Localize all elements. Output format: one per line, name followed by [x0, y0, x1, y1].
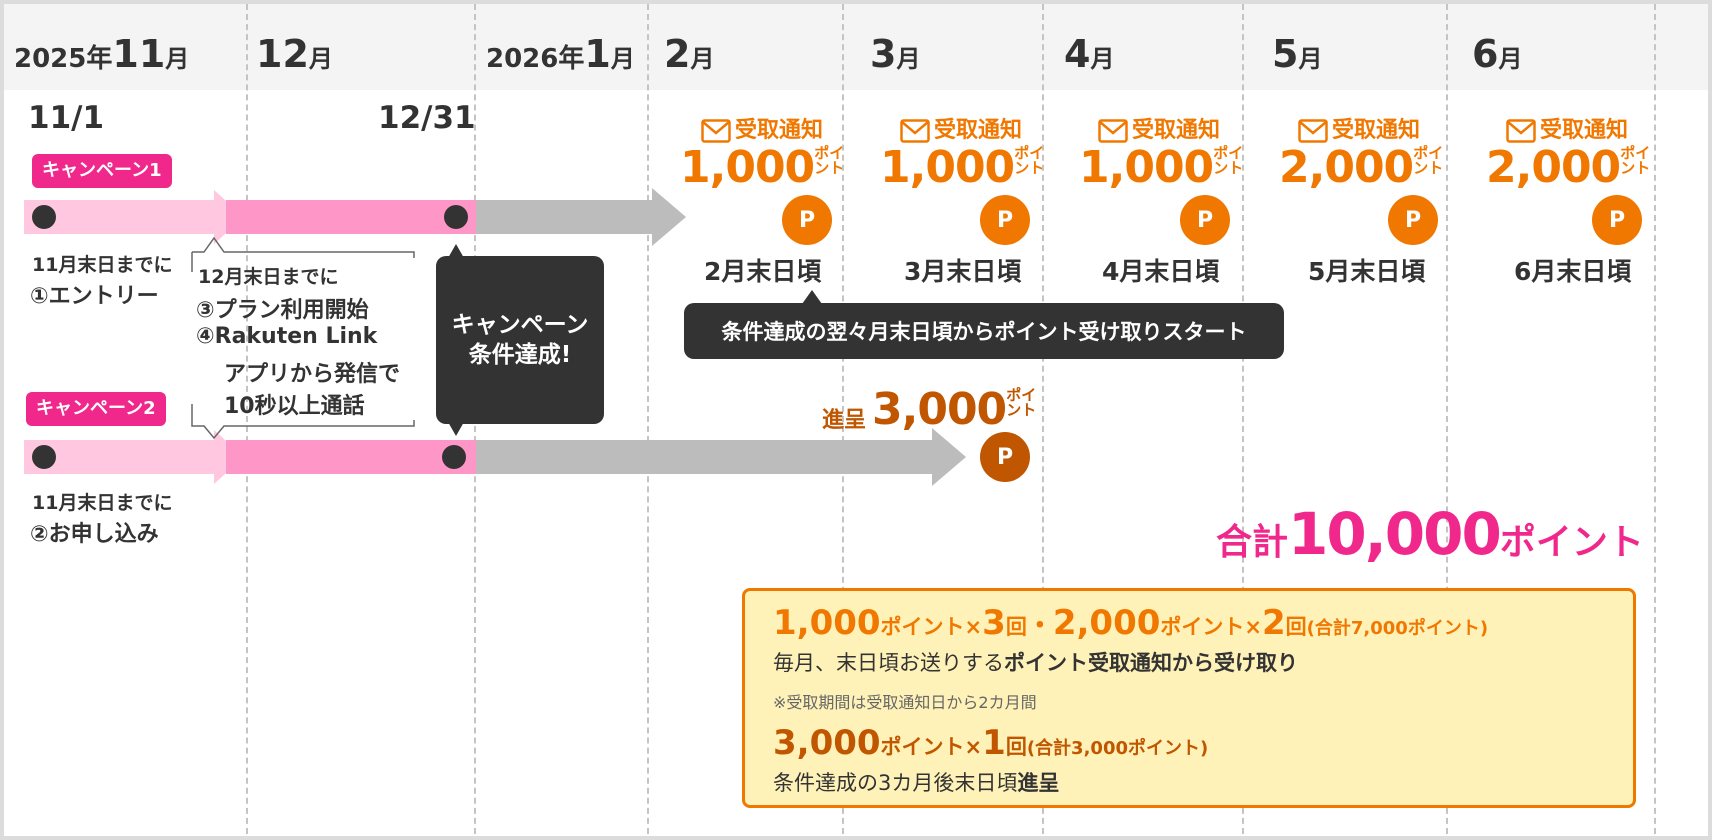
reward-amount-apr: 1,000ポイント	[1079, 142, 1244, 193]
month-divider	[1446, 4, 1448, 836]
campaign2-end-dot	[442, 445, 466, 469]
achieved-bubble-pointer-bottom	[448, 422, 464, 436]
month-label-mar: 3月	[870, 32, 921, 76]
point-coin-icon: P	[980, 195, 1030, 245]
summary-monthly-points: 1,000ポイント×3回・2,000ポイント×2回(合計7,000ポイント)	[773, 603, 1489, 643]
campaign2-deadline: 11月末日までに	[32, 492, 173, 514]
campaign2-step-apply: ②お申し込み	[30, 522, 159, 547]
total-points: 合計10,000ポイント	[1216, 500, 1644, 568]
payout-date-mar: 3月末日頃	[904, 257, 1022, 286]
month-label-dec: 12月	[256, 32, 333, 76]
month-divider	[246, 4, 248, 836]
campaign1-tag: キャンペーン1	[32, 154, 172, 188]
receipt-notice-apr: 受取通知	[1084, 112, 1234, 144]
end-date: 12/31	[378, 100, 476, 136]
point-coin-icon: P	[782, 195, 832, 245]
campaign2-arrow-done	[24, 430, 244, 484]
campaign2-arrow-wait	[476, 428, 966, 486]
month-divider	[1654, 4, 1656, 836]
payout-date-jun: 6月末日頃	[1514, 257, 1632, 286]
requirements-deadline: 12月末日までに	[198, 266, 339, 288]
achieved-line2: 条件達成!	[468, 342, 572, 368]
month-header-band	[4, 4, 1708, 90]
summary-gift-points: 3,000ポイント×1回(合計3,000ポイント)	[773, 723, 1209, 763]
campaign2-tag: キャンペーン2	[26, 392, 166, 426]
campaign1-arrow-active	[226, 200, 476, 234]
envelope-icon	[1298, 119, 1328, 143]
campaign1-step-entry: ①エントリー	[30, 284, 159, 309]
requirements-bracket-bottom	[191, 420, 415, 440]
campaign1-start-dot	[32, 205, 56, 229]
requirements-bracket-top	[192, 236, 415, 258]
start-date: 11/1	[28, 100, 105, 136]
reward-amount-may: 2,000ポイント	[1279, 142, 1444, 193]
gift-label: 進呈	[822, 408, 867, 433]
reward-amount-mar: 1,000ポイント	[880, 142, 1045, 193]
payout-date-may: 5月末日頃	[1308, 257, 1426, 286]
envelope-icon	[900, 119, 930, 143]
payout-date-apr: 4月末日頃	[1102, 257, 1220, 286]
month-label-nov-2025: 2025年11月	[14, 32, 190, 76]
summary-monthly-desc: 毎月、末日頃お送りするポイント受取通知から受け取り	[773, 651, 1298, 675]
month-divider	[1042, 4, 1044, 836]
campaign1-end-dot	[444, 205, 468, 229]
month-label-feb: 2月	[664, 32, 715, 76]
reward-amount-feb: 1,000ポイント	[680, 142, 845, 193]
gift-amount: 3,000ポイント	[872, 384, 1037, 435]
campaign1-arrow-done	[24, 190, 244, 244]
envelope-icon	[1506, 119, 1536, 143]
reward-amount-jun: 2,000ポイント	[1486, 142, 1651, 193]
receipt-notice-feb: 受取通知	[687, 112, 837, 144]
campaign2-start-dot	[32, 445, 56, 469]
start-note-pointer	[802, 290, 822, 304]
month-divider	[842, 4, 844, 836]
point-coin-icon: P	[1388, 195, 1438, 245]
point-coin-icon: P	[1180, 195, 1230, 245]
receipt-notice-jun: 受取通知	[1492, 112, 1642, 144]
campaign1-arrow-wait	[476, 188, 686, 246]
point-coin-icon: P	[980, 432, 1030, 482]
month-label-jun: 6月	[1472, 32, 1523, 76]
point-coin-icon: P	[1592, 195, 1642, 245]
summary-receipt-period-note: ※受取期間は受取通知日から2カ月間	[773, 693, 1037, 712]
receipt-start-note: 条件達成の翌々月末日頃からポイント受け取りスタート	[684, 303, 1284, 359]
points-summary-box: 1,000ポイント×3回・2,000ポイント×2回(合計7,000ポイント) 毎…	[742, 588, 1636, 808]
campaign-achieved-bubble: キャンペーン 条件達成!	[436, 256, 604, 424]
achieved-bubble-pointer-top	[448, 244, 464, 258]
campaign2-arrow-active	[226, 440, 476, 474]
achieved-line1: キャンペーン	[451, 312, 589, 338]
requirement-plan-start: ③プラン利用開始	[196, 298, 369, 323]
envelope-icon	[701, 119, 731, 143]
receipt-notice-mar: 受取通知	[886, 112, 1036, 144]
timeline-arrows	[24, 188, 966, 486]
summary-gift-desc: 条件達成の3カ月後末日頃進呈	[773, 771, 1060, 795]
month-label-jan-2026: 2026年1月	[486, 32, 635, 76]
campaign1-deadline: 11月末日までに	[32, 254, 173, 276]
requirement-link-call-line1: ④Rakuten Link	[196, 324, 378, 349]
requirement-link-call-line3: 10秒以上通話	[224, 394, 365, 419]
month-divider	[1242, 4, 1244, 836]
envelope-icon	[1098, 119, 1128, 143]
month-label-may: 5月	[1272, 32, 1323, 76]
month-divider	[647, 4, 649, 836]
requirement-link-call-line2: アプリから発信で	[224, 362, 401, 387]
month-label-apr: 4月	[1064, 32, 1115, 76]
receipt-notice-may: 受取通知	[1284, 112, 1434, 144]
payout-date-feb: 2月末日頃	[704, 257, 822, 286]
